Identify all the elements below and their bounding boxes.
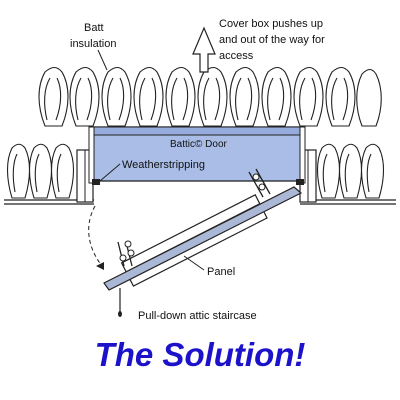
panel-label: Panel xyxy=(207,266,235,278)
ceiling xyxy=(4,199,396,205)
batt-wrap xyxy=(28,143,53,199)
batt-wrap xyxy=(356,68,382,127)
batt-wrap xyxy=(325,66,356,127)
cover-box-note-line2: and out of the way for xyxy=(219,34,325,46)
door-label: Battic© Door xyxy=(170,139,228,150)
batt-wrap xyxy=(261,66,292,127)
batt-wrap xyxy=(38,66,69,127)
batt-insulation-label-line2: insulation xyxy=(70,38,116,50)
batt-insulation-top-row xyxy=(38,66,382,127)
title-caption: The Solution! xyxy=(94,336,306,373)
cover-box xyxy=(88,126,306,184)
batt-wrap xyxy=(316,143,341,199)
weatherstripping-label: Weatherstripping xyxy=(122,159,205,171)
pull-cord xyxy=(118,288,122,317)
batt-wrap xyxy=(6,143,31,199)
batt-wrap xyxy=(165,66,196,127)
batt-wrap xyxy=(293,66,324,127)
batt-insulation-label-line1: Batt xyxy=(84,22,104,34)
batt-wrap xyxy=(101,66,132,127)
batt-wrap xyxy=(338,143,363,199)
batt-insulation-leader xyxy=(97,49,108,71)
swing-arc xyxy=(88,205,103,267)
cover-box-note-line1: Cover box pushes up xyxy=(219,18,323,30)
panel xyxy=(103,186,303,291)
staircase-label: Pull-down attic staircase xyxy=(138,310,257,322)
batt-insulation-left xyxy=(6,143,75,199)
staircase-linkage xyxy=(117,168,271,287)
batt-wrap xyxy=(133,66,164,127)
batt-insulation-right xyxy=(316,143,385,199)
up-arrow-icon xyxy=(192,26,216,73)
panel-leader xyxy=(183,255,205,271)
batt-wrap xyxy=(197,66,228,127)
batt-wrap xyxy=(50,143,75,199)
batt-wrap xyxy=(69,66,100,127)
batt-wrap xyxy=(229,66,260,127)
weatherstripping xyxy=(92,179,304,185)
cover-box-note-line3: access xyxy=(219,50,254,62)
swing-arrow-icon xyxy=(96,262,104,270)
weatherstripping-leader xyxy=(99,163,121,182)
batt-wrap xyxy=(360,143,385,199)
